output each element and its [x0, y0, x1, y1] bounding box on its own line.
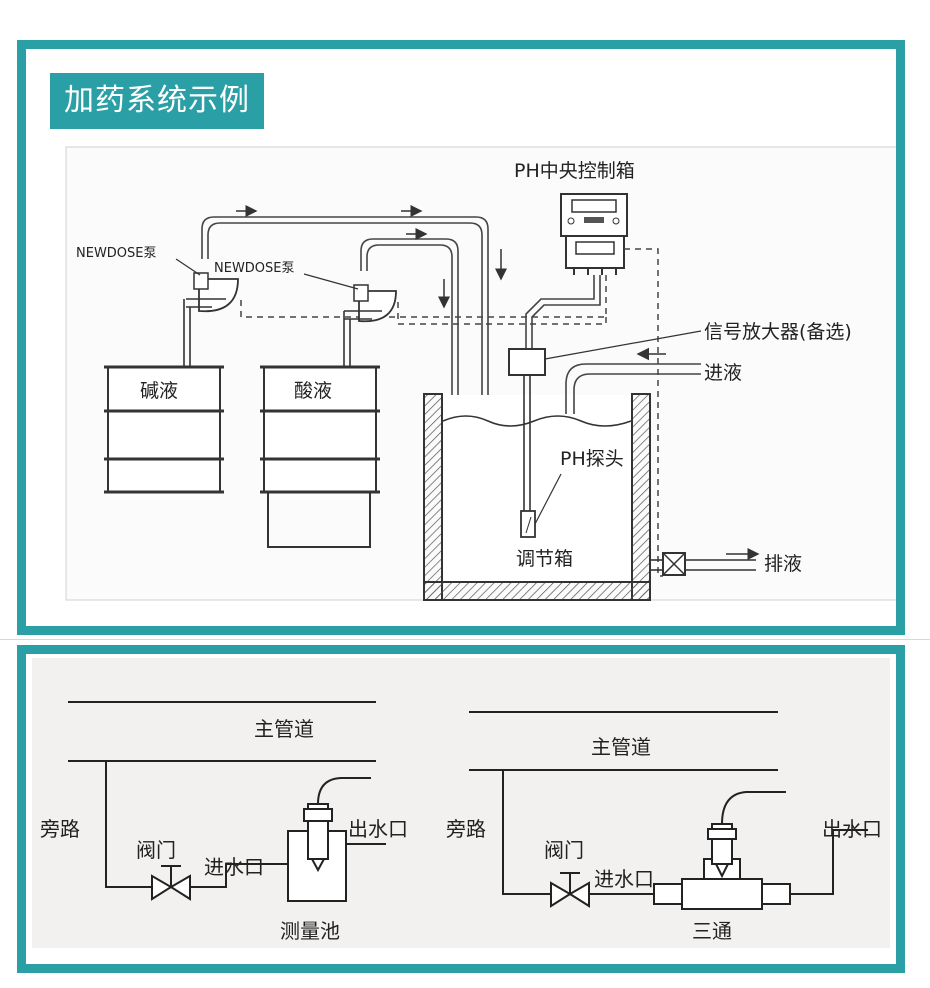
pump-leader-2	[303, 273, 359, 290]
right-bypass-layout	[469, 711, 868, 910]
dosing-tubes	[201, 216, 489, 404]
tank-label: 调节箱	[516, 548, 573, 570]
amplifier-leader	[544, 330, 702, 360]
pump-label-2: NEWDOSE泵	[214, 261, 295, 276]
ph-controller-box	[560, 193, 628, 275]
adjustment-tank	[423, 393, 651, 601]
inlet-pipe	[565, 347, 701, 414]
bypass-diagram: 主管道 旁路 阀门 进水口 出水口 测量池 主管道 旁	[32, 658, 890, 948]
valve-icon	[550, 872, 590, 908]
right-tee-label: 三通	[692, 919, 732, 943]
acid-tank-label: 酸液	[294, 380, 332, 402]
left-bypass-label: 旁路	[40, 817, 80, 841]
ph-probe	[520, 375, 536, 538]
page-title: 加药系统示例	[50, 73, 264, 129]
left-valve-label: 阀门	[136, 838, 176, 862]
dosing-pump-1	[183, 272, 239, 367]
alkali-barrel	[104, 365, 224, 494]
control-signal-lines	[240, 248, 663, 577]
left-main-pipe-label: 主管道	[254, 717, 314, 741]
signal-amplifier	[508, 275, 601, 376]
left-bypass-layout	[68, 701, 386, 902]
left-outlet-label: 出水口	[348, 817, 408, 841]
left-inlet-label: 进水口	[204, 855, 264, 879]
dosing-system-diagram: PH中央控制箱 NEWD	[65, 146, 896, 601]
left-cell-label: 测量池	[280, 919, 340, 943]
right-outlet-label: 出水口	[822, 817, 882, 841]
amplifier-label: 信号放大器(备选)	[704, 321, 852, 343]
dosing-pump-2	[343, 284, 397, 367]
flow-arrows	[236, 205, 507, 309]
pump-label-1: NEWDOSE泵	[76, 246, 157, 261]
dosing-system-panel: 加药系统示例 PH中央控制箱	[17, 40, 905, 635]
bypass-installation-panel: 主管道 旁路 阀门 进水口 出水口 测量池 主管道 旁	[17, 645, 905, 973]
valve-icon	[151, 865, 191, 901]
inlet-label: 进液	[704, 362, 742, 384]
drain-label: 排液	[764, 553, 802, 575]
drain-valve	[650, 548, 760, 576]
right-inlet-label: 进水口	[594, 867, 654, 891]
pump-leader-1	[175, 258, 201, 276]
right-valve-label: 阀门	[544, 838, 584, 862]
acid-barrel	[260, 365, 380, 548]
probe-label: PH探头	[560, 448, 624, 470]
right-bypass-label: 旁路	[446, 817, 486, 841]
alkali-tank-label: 碱液	[140, 380, 178, 402]
right-main-pipe-label: 主管道	[591, 735, 651, 759]
controller-label: PH中央控制箱	[514, 160, 635, 182]
probe-leader	[534, 473, 562, 525]
panel-divider	[0, 639, 930, 640]
